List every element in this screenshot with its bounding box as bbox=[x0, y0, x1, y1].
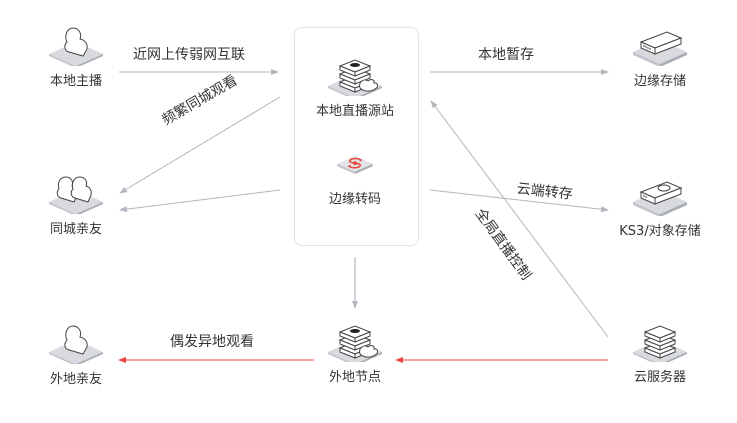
node-label: 本地直播源站 bbox=[315, 104, 394, 119]
arrow-source-to-same-city-diag bbox=[119, 96, 281, 194]
node-label: KS3/对象存储 bbox=[619, 224, 701, 239]
edge-label-local-temp-store: 本地暂存 bbox=[478, 47, 534, 63]
streaming-server-icon bbox=[328, 59, 382, 96]
node-local-source[interactable]: 本地直播源站 bbox=[305, 52, 405, 119]
node-label: 云服务器 bbox=[633, 370, 686, 385]
single-user-icon bbox=[49, 325, 103, 364]
node-label: 边缘转码 bbox=[328, 192, 381, 207]
arrow-transcode-to-ks3 bbox=[429, 189, 609, 213]
single-user-icon bbox=[49, 27, 103, 66]
transcode-icon bbox=[337, 156, 373, 174]
node-local-anchor[interactable]: 本地主播 bbox=[26, 22, 126, 89]
node-edge-transcode[interactable]: 边缘转码 bbox=[305, 150, 405, 207]
node-label: 本地主播 bbox=[49, 74, 102, 89]
storage-device-icon bbox=[633, 31, 687, 66]
user-group-icon bbox=[49, 176, 103, 214]
object-storage-icon bbox=[633, 181, 687, 216]
node-label: 边缘存储 bbox=[633, 74, 686, 89]
node-edge-storage[interactable]: 边缘存储 bbox=[610, 22, 710, 89]
node-label: 外地节点 bbox=[328, 370, 381, 385]
streaming-server-icon bbox=[328, 325, 382, 362]
edge-label-near-network: 近网上传弱网互联 bbox=[133, 47, 245, 63]
server-stack-icon bbox=[633, 325, 687, 362]
node-label: 外地亲友 bbox=[49, 372, 102, 387]
node-same-city-friends[interactable]: 同城亲友 bbox=[26, 170, 126, 237]
edge-label-occasional-remote: 偶发异地观看 bbox=[170, 334, 254, 350]
node-label: 同城亲友 bbox=[49, 222, 102, 237]
arrow-cloud-to-source-control bbox=[430, 100, 609, 338]
arrow-transcode-to-same-city bbox=[119, 189, 281, 213]
node-ks3-storage[interactable]: KS3/对象存储 bbox=[610, 172, 710, 239]
node-cloud-server[interactable]: 云服务器 bbox=[610, 318, 710, 385]
node-remote-friends[interactable]: 外地亲友 bbox=[26, 320, 126, 387]
node-remote-node[interactable]: 外地节点 bbox=[305, 318, 405, 385]
